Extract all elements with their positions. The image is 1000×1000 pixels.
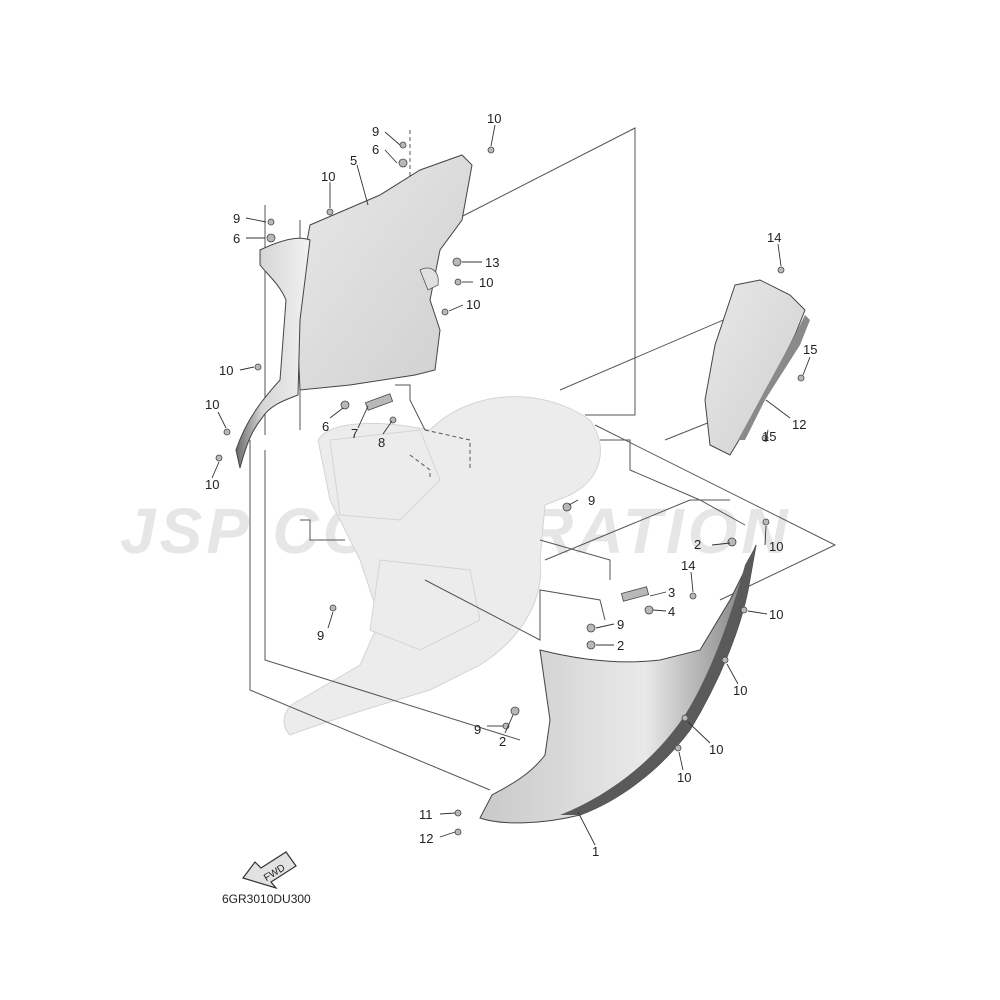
nut-icon: [452, 257, 462, 267]
callout-label: 15: [762, 429, 776, 444]
callout-label: 13: [485, 255, 499, 270]
callout-label: 7: [351, 426, 358, 441]
bolt-icon: [762, 518, 770, 526]
bolt-icon: [254, 363, 262, 371]
bolt-icon: [326, 208, 334, 216]
nut-icon: [727, 537, 737, 547]
bolt-icon: [267, 218, 275, 226]
bracket-icon: [364, 393, 394, 411]
callout-label: 10: [677, 770, 691, 785]
nut-icon: [398, 158, 408, 168]
callout-label: 10: [769, 539, 783, 554]
callout-label: 6: [322, 419, 329, 434]
bolt-icon: [777, 266, 785, 274]
callout-label: 3: [668, 585, 675, 600]
callout-label: 10: [321, 169, 335, 184]
callout-label: 12: [419, 831, 433, 846]
callout-label: 9: [317, 628, 324, 643]
bolt-icon: [721, 656, 729, 664]
callout-label: 10: [205, 477, 219, 492]
nut-icon: [644, 605, 654, 615]
bolt-icon: [215, 454, 223, 462]
callouts: 1 2 2 2 3 4 5 6 6 6 7 8 9 9 9 9 9 9 10 1…: [205, 111, 817, 859]
callout-label: 4: [668, 604, 675, 619]
callout-label: 10: [733, 683, 747, 698]
bolt-icon: [797, 374, 805, 382]
callout-label: 2: [499, 734, 506, 749]
callout-label: 10: [219, 363, 233, 378]
callout-label: 10: [709, 742, 723, 757]
callout-label: 9: [588, 493, 595, 508]
leader-lines: [211, 124, 811, 846]
part-lower-cover: [479, 544, 757, 824]
bolt-icon: [454, 828, 462, 836]
nut-icon: [266, 233, 276, 243]
callout-label: 10: [487, 111, 501, 126]
bolt-icon: [399, 141, 407, 149]
bolt-icon: [487, 146, 495, 154]
bolt-icon: [454, 278, 462, 286]
fwd-arrow-icon: FWD: [242, 851, 297, 890]
part-side-cover-upper: [235, 154, 473, 469]
bracket-icon: [620, 586, 650, 602]
callout-label: 2: [617, 638, 624, 653]
callout-label: 5: [350, 153, 357, 168]
callout-label: 10: [205, 397, 219, 412]
part-side-cover-right: [704, 279, 810, 456]
nut-icon: [586, 640, 596, 650]
bolt-icon: [223, 428, 231, 436]
callout-label: 1: [592, 844, 599, 859]
callout-label: 12: [792, 417, 806, 432]
bolt-icon: [441, 308, 449, 316]
nut-icon: [340, 400, 350, 410]
bolt-icon: [681, 714, 689, 722]
callout-label: 10: [769, 607, 783, 622]
nut-icon: [510, 706, 520, 716]
callout-label: 14: [681, 558, 695, 573]
bolt-icon: [329, 604, 337, 612]
nut-icon: [586, 623, 596, 633]
callout-label: 11: [419, 807, 433, 822]
callout-label: 6: [372, 142, 379, 157]
callout-label: 6: [233, 231, 240, 246]
callout-label: 10: [466, 297, 480, 312]
callout-label: 2: [694, 537, 701, 552]
callout-label: 15: [803, 342, 817, 357]
bolt-icon: [454, 809, 462, 817]
callout-label: 14: [767, 230, 781, 245]
bolt-icon: [689, 592, 697, 600]
callout-label: 9: [474, 722, 481, 737]
diagram-code: 6GR3010DU300: [222, 892, 311, 906]
callout-label: 10: [479, 275, 493, 290]
callout-label: 9: [233, 211, 240, 226]
callout-label: 9: [617, 617, 624, 632]
bolt-icon: [740, 606, 748, 614]
bolt-icon: [674, 744, 682, 752]
callout-label: 9: [372, 124, 379, 139]
frame-ghost: [283, 396, 601, 736]
callout-label: 8: [378, 435, 385, 450]
